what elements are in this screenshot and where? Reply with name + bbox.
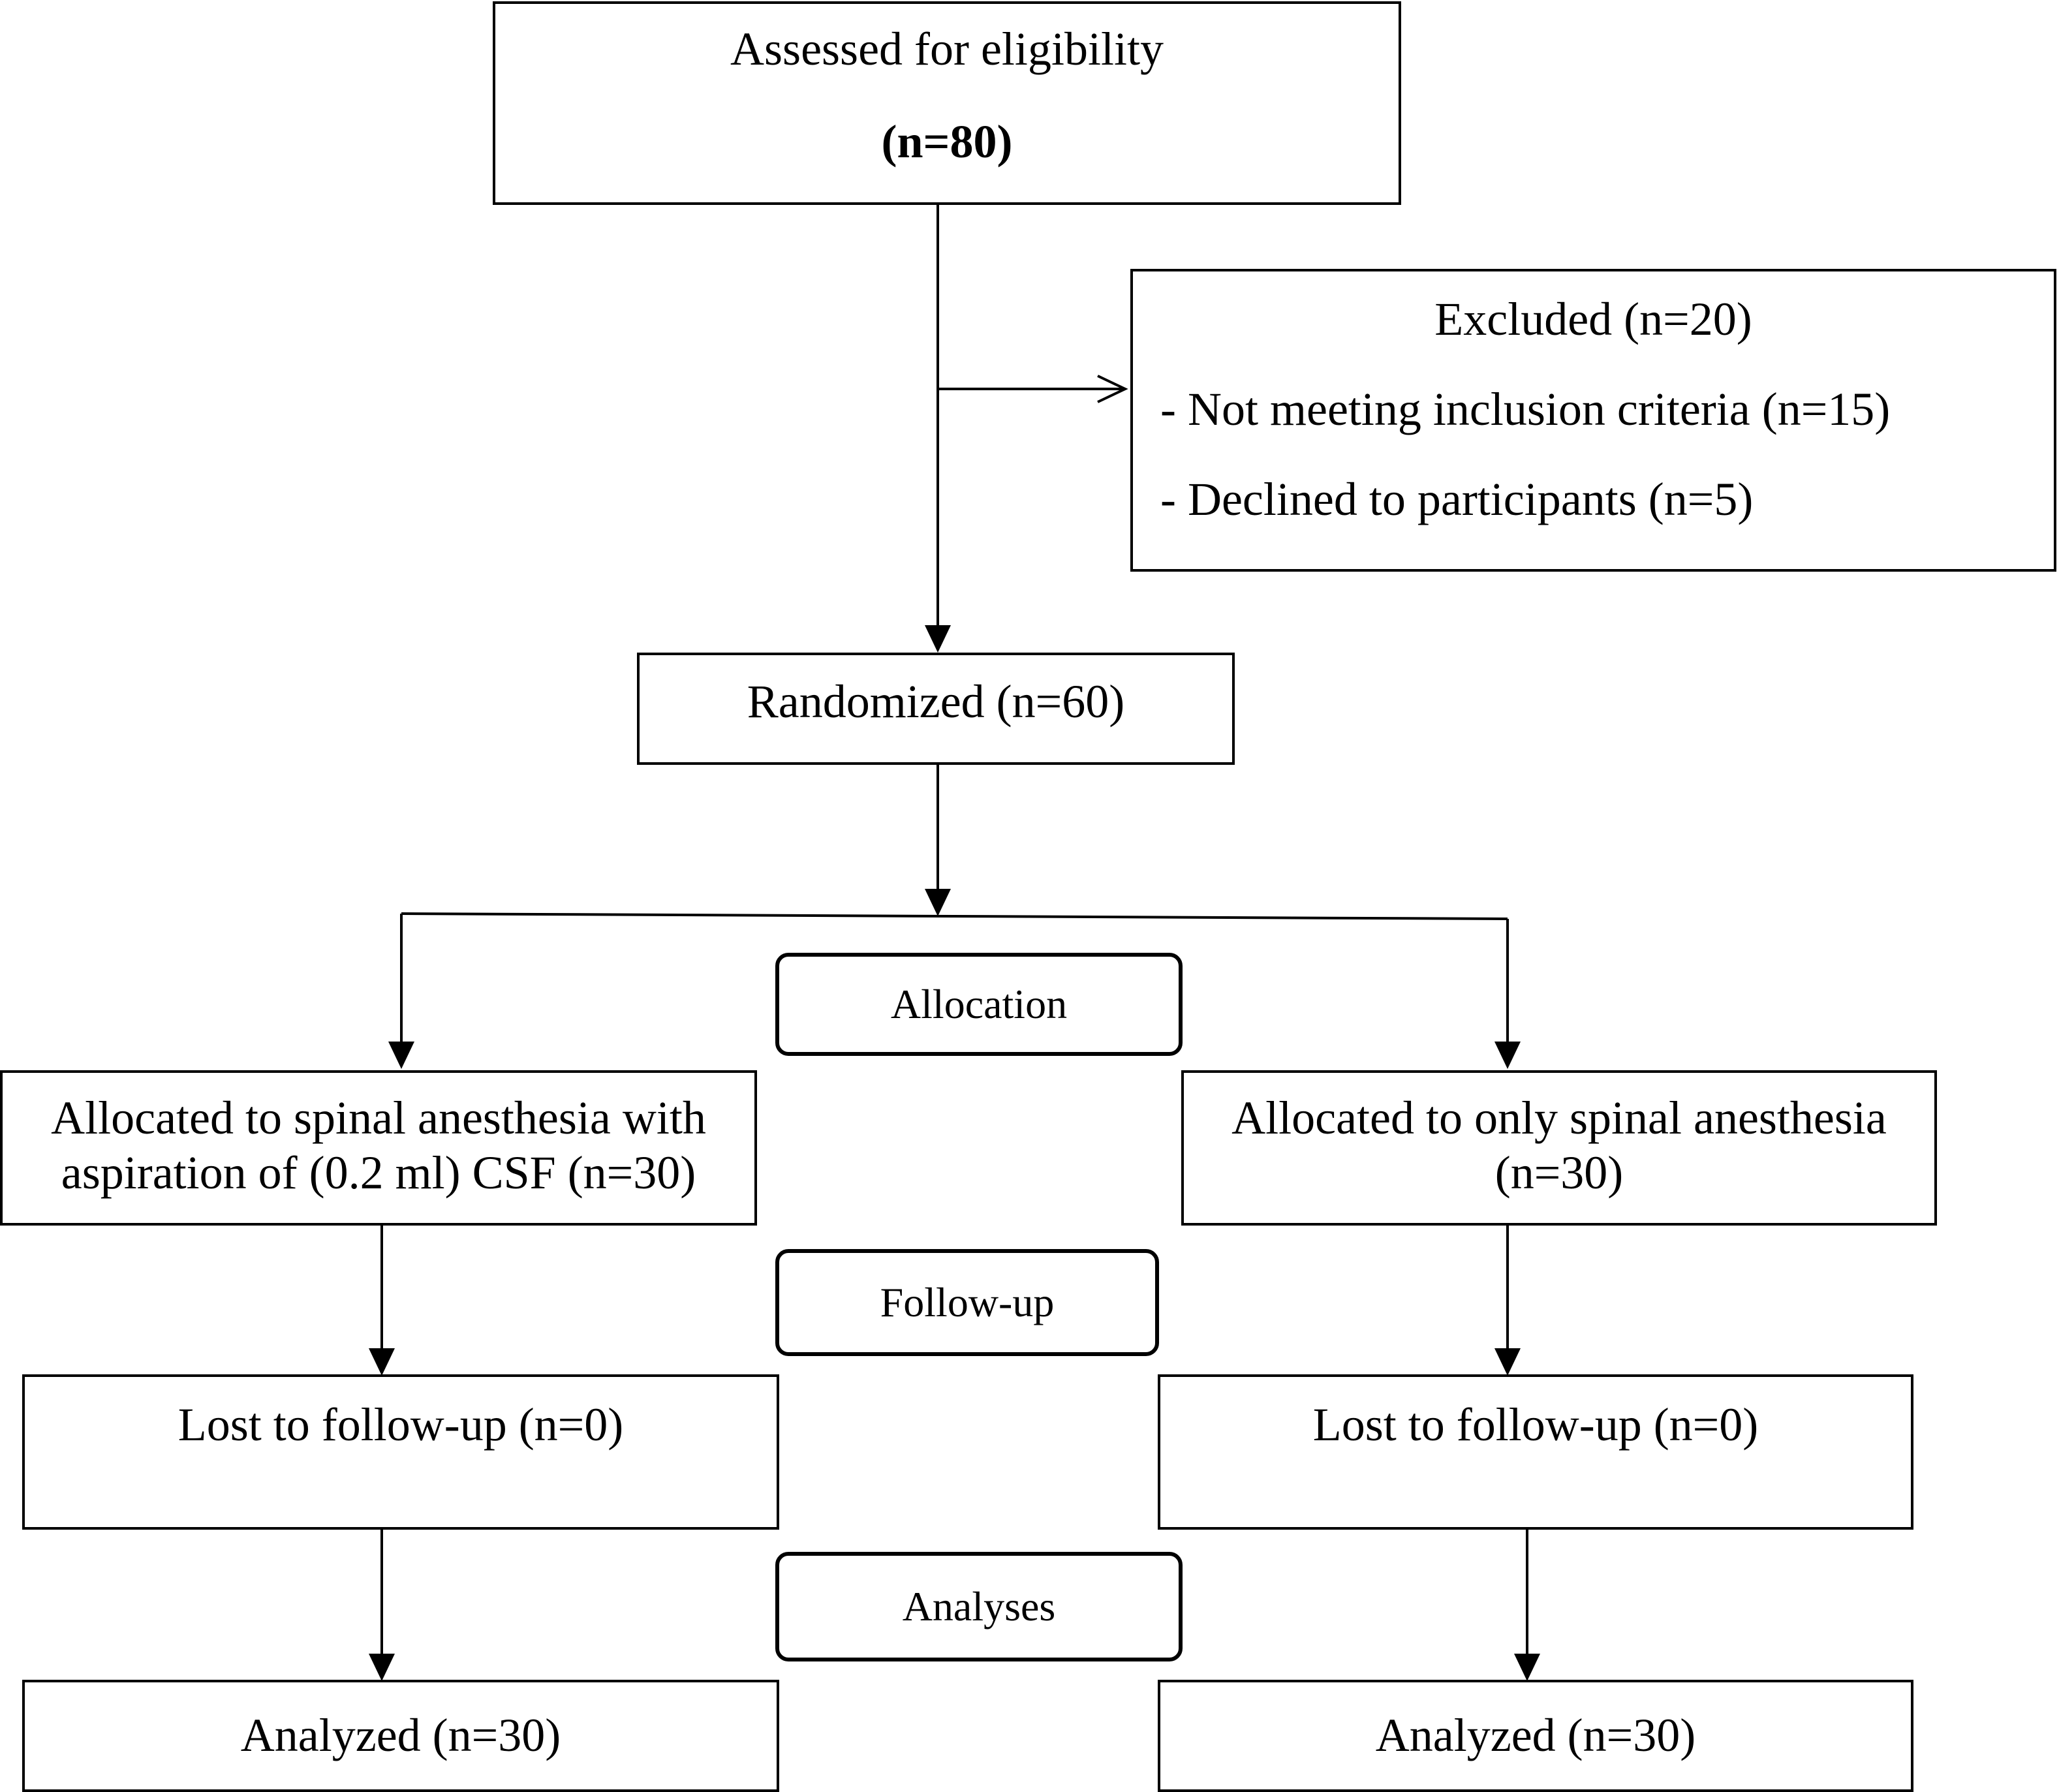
randomized-label: Randomized (n=60): [747, 675, 1125, 728]
arrowhead-randomized: [925, 625, 951, 653]
stage-followup-label: Follow-up: [880, 1279, 1055, 1325]
excluded-title: Excluded (n=20): [1434, 293, 1752, 345]
assessed-box: Assessed for eligibility (n=80): [493, 1, 1401, 205]
arrowhead-right-analyzed: [1514, 1654, 1540, 1681]
arrowhead-left-analyzed: [369, 1654, 395, 1681]
right-allocated-line1: Allocated to only spinal anesthesia: [1231, 1092, 1887, 1144]
randomized-box: Randomized (n=60): [637, 653, 1235, 765]
left-lost-box: Lost to follow-up (n=0): [22, 1374, 779, 1530]
stage-analyses-label: Analyses: [902, 1583, 1056, 1630]
left-allocated-line1: Allocated to spinal anesthesia with: [51, 1092, 706, 1144]
stage-analyses: Analyses: [775, 1552, 1183, 1661]
arrowhead-right-lost: [1494, 1348, 1521, 1376]
excluded-box: Excluded (n=20) - Not meeting inclusion …: [1130, 269, 2056, 572]
left-lost-label: Lost to follow-up (n=0): [178, 1398, 624, 1451]
left-analyzed-label: Analyzed (n=30): [240, 1709, 561, 1761]
left-analyzed-box: Analyzed (n=30): [22, 1680, 779, 1792]
stage-allocation: Allocation: [775, 953, 1183, 1056]
stage-followup: Follow-up: [775, 1249, 1159, 1356]
assessed-label: Assessed for eligibility: [730, 23, 1164, 75]
left-allocated-box: Allocated to spinal anesthesia with aspi…: [0, 1070, 757, 1226]
excluded-reason-declined: - Declined to participants (n=5): [1160, 473, 1754, 525]
arrowhead-left-alloc: [388, 1042, 414, 1069]
right-analyzed-box: Analyzed (n=30): [1158, 1680, 1913, 1792]
open-arrowhead-excluded: [1097, 375, 1128, 403]
excluded-reason-inclusion: - Not meeting inclusion criteria (n=15): [1160, 383, 1891, 435]
assessed-count: (n=80): [881, 116, 1013, 168]
split-line: [401, 912, 1508, 920]
right-analyzed-label: Analyzed (n=30): [1375, 1709, 1696, 1761]
left-allocated-line2: aspiration of (0.2 ml) CSF (n=30): [61, 1147, 696, 1199]
right-allocated-box: Allocated to only spinal anesthesia (n=3…: [1181, 1070, 1937, 1226]
right-allocated-line2: (n=30): [1494, 1147, 1624, 1199]
stage-allocation-label: Allocation: [890, 981, 1068, 1027]
right-lost-label: Lost to follow-up (n=0): [1312, 1398, 1759, 1451]
arrowhead-left-lost: [369, 1348, 395, 1376]
right-lost-box: Lost to follow-up (n=0): [1158, 1374, 1913, 1530]
arrowhead-split: [925, 889, 951, 916]
arrowhead-right-alloc: [1494, 1042, 1521, 1069]
